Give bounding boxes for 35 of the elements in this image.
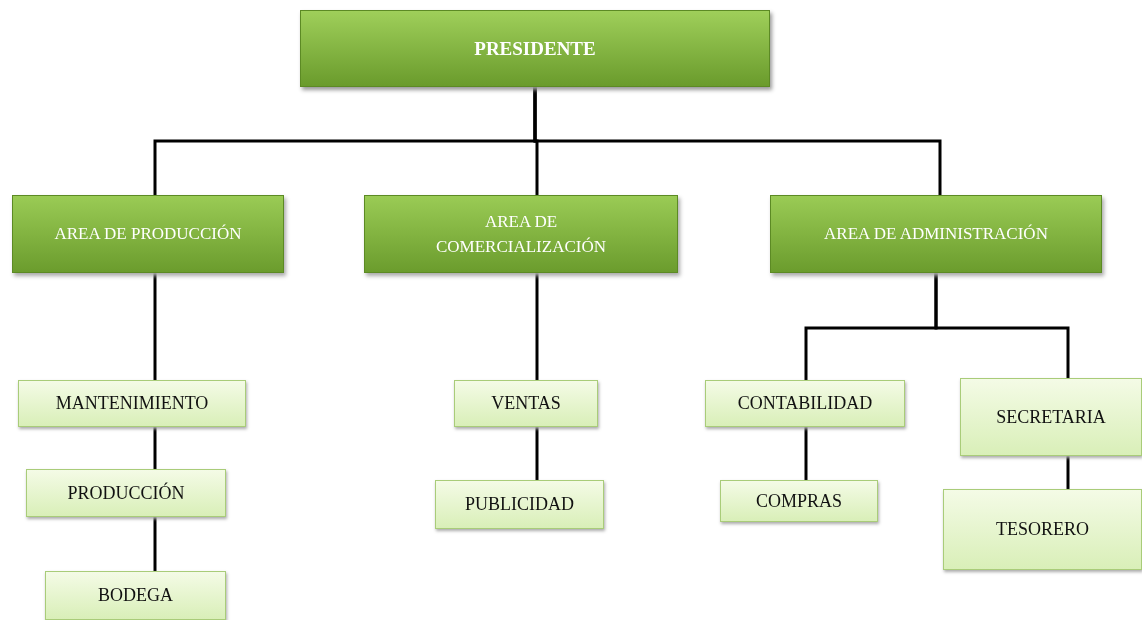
position-title: PRESIDENTE [473, 37, 597, 60]
position-title: SECRETARIA [995, 406, 1107, 428]
position-title: CONTABILIDAD [736, 393, 874, 414]
connector-line [153, 273, 157, 380]
connector-line [535, 427, 539, 480]
area-box [364, 195, 678, 273]
president-box [300, 10, 770, 87]
position-title: PUBLICIDAD [464, 494, 575, 515]
department-box [45, 571, 226, 620]
connector-line [1066, 456, 1070, 489]
position-title: BODEGA [97, 585, 174, 606]
connector-line [535, 273, 539, 380]
department-box [26, 469, 226, 517]
position-title: AREA DE PRODUCCIÓN [53, 223, 243, 246]
position-title: COMPRAS [754, 490, 843, 512]
position-title: VENTAS [490, 393, 562, 414]
department-box [705, 380, 905, 427]
department-box [943, 489, 1142, 570]
connector-line [804, 427, 808, 480]
position-title: MANTENIMIENTO [54, 393, 210, 414]
area-box [770, 195, 1102, 273]
position-title: TESORERO [995, 519, 1090, 540]
position-title: PRODUCCIÓN [66, 482, 186, 504]
connector-line [934, 273, 1070, 378]
connector-line [153, 427, 157, 469]
connector-line [153, 517, 157, 571]
department-box [720, 480, 878, 522]
department-box [18, 380, 246, 427]
connector-line [533, 87, 942, 195]
position-title: AREA DE ADMINISTRACIÓN [823, 223, 1049, 246]
department-box [454, 380, 598, 427]
position-title: AREA DE COMERCIALIZACIÓN [435, 210, 607, 258]
department-box [960, 378, 1142, 456]
area-box [12, 195, 284, 273]
department-box [435, 480, 604, 529]
